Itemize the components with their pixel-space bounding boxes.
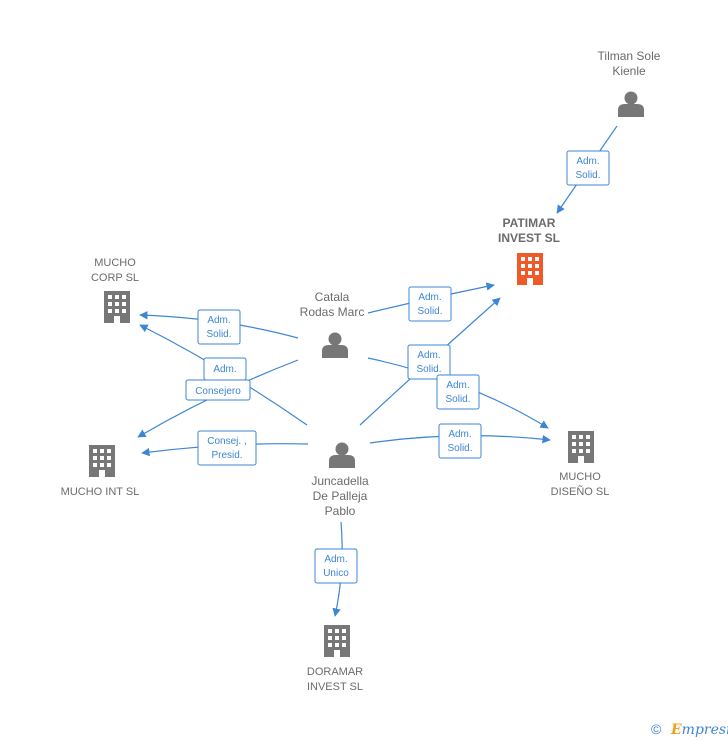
rel-juncadella-mucho-corp: Adm. (203, 357, 247, 381)
person-node-tilman[interactable]: Tilman Sole Kienle (598, 49, 661, 117)
person-icon (322, 332, 348, 358)
rel-catala-patimar: Adm. Solid. (408, 286, 452, 322)
company-node-doramar[interactable]: DORAMAR INVEST SL (307, 625, 363, 693)
company-node-patimar[interactable]: PATIMAR INVEST SL (498, 216, 560, 285)
brand-name: Empresia (670, 722, 728, 738)
company-name-mucho-diseno-line2: DISEÑO SL (551, 485, 610, 498)
company-node-mucho-int[interactable]: MUCHO INT SL (61, 445, 140, 498)
rel-juncadella-mucho-diseno-line2: Solid. (447, 443, 472, 454)
company-name-patimar-line1: PATIMAR (503, 216, 556, 230)
brand-rest: mpresia (682, 722, 728, 738)
copyright-symbol: © (651, 721, 662, 737)
person-icon (329, 442, 355, 468)
building-icon (324, 625, 350, 657)
rel-juncadella-mucho-int: Consej. , Presid. (197, 430, 257, 466)
person-name-catala-line2: Rodas Marc (300, 305, 365, 319)
rel-juncadella-mucho-diseno: Adm. Solid. (438, 423, 482, 459)
rel-juncadella-mucho-corp-line1: Adm. (213, 364, 236, 375)
rel-catala-mucho-corp-line2: Solid. (206, 329, 231, 340)
rel-juncadella-patimar-line2: Solid. (416, 364, 441, 375)
person-node-juncadella[interactable]: Juncadella De Palleja Pablo (311, 442, 369, 519)
person-name-juncadella-line3: Pablo (325, 504, 356, 518)
company-node-mucho-diseno[interactable]: MUCHO DISEÑO SL (551, 431, 610, 498)
rel-juncadella-doramar-line1: Adm. (324, 554, 347, 565)
rel-catala-mucho-diseno: Adm. Solid. (436, 374, 480, 410)
rel-juncadella-patimar: Adm. Solid. (407, 344, 451, 380)
rel-catala-mucho-diseno-line1: Adm. (446, 380, 469, 391)
building-icon (104, 291, 130, 323)
company-name-patimar-line2: INVEST SL (498, 231, 560, 245)
person-name-tilman-line1: Tilman Sole (598, 49, 661, 63)
rel-juncadella-mucho-int-line2: Presid. (211, 450, 242, 461)
company-name-mucho-corp-line1: MUCHO (94, 257, 136, 269)
rel-consejero-line1: Consejero (195, 386, 241, 397)
rel-tilman-patimar: Adm. Solid. (566, 150, 610, 186)
person-node-catala[interactable]: Catala Rodas Marc (300, 290, 365, 358)
relation-labels: Adm. Solid. Adm. Solid. Adm. Solid. Adm.… (185, 150, 610, 584)
person-name-catala-line1: Catala (315, 290, 350, 304)
rel-juncadella-mucho-int-line1: Consej. , (207, 436, 246, 447)
company-name-mucho-diseno-line1: MUCHO (559, 471, 601, 483)
person-icon (618, 91, 644, 117)
building-icon (517, 253, 543, 285)
rel-catala-patimar-line1: Adm. (418, 292, 441, 303)
rel-juncadella-doramar: Adm. Unico (314, 548, 358, 584)
rel-juncadella-patimar-line1: Adm. (417, 350, 440, 361)
brand-watermark: © Empresia (651, 721, 728, 738)
rel-juncadella-doramar-line2: Unico (323, 568, 349, 579)
rel-catala-mucho-corp-line1: Adm. (207, 315, 230, 326)
rel-tilman-patimar-line1: Adm. (576, 156, 599, 167)
person-name-tilman-line2: Kienle (612, 64, 646, 78)
rel-catala-patimar-line2: Solid. (417, 306, 442, 317)
person-name-juncadella-line1: Juncadella (311, 474, 369, 488)
company-name-doramar-line1: DORAMAR (307, 666, 363, 678)
company-node-mucho-corp[interactable]: MUCHO CORP SL (91, 257, 139, 323)
rel-catala-mucho-diseno-line2: Solid. (445, 394, 470, 405)
rel-tilman-patimar-line2: Solid. (575, 170, 600, 181)
rel-consejero: Consejero (185, 379, 251, 401)
building-icon (89, 445, 115, 477)
building-icon (568, 431, 594, 463)
person-name-juncadella-line2: De Palleja (313, 489, 368, 503)
company-name-mucho-corp-line2: CORP SL (91, 272, 139, 284)
rel-juncadella-mucho-diseno-line1: Adm. (448, 429, 471, 440)
brand-initial: E (670, 722, 682, 738)
rel-catala-mucho-corp: Adm. Solid. (197, 309, 241, 345)
company-name-mucho-int: MUCHO INT SL (61, 486, 140, 498)
company-name-doramar-line2: INVEST SL (307, 681, 363, 693)
